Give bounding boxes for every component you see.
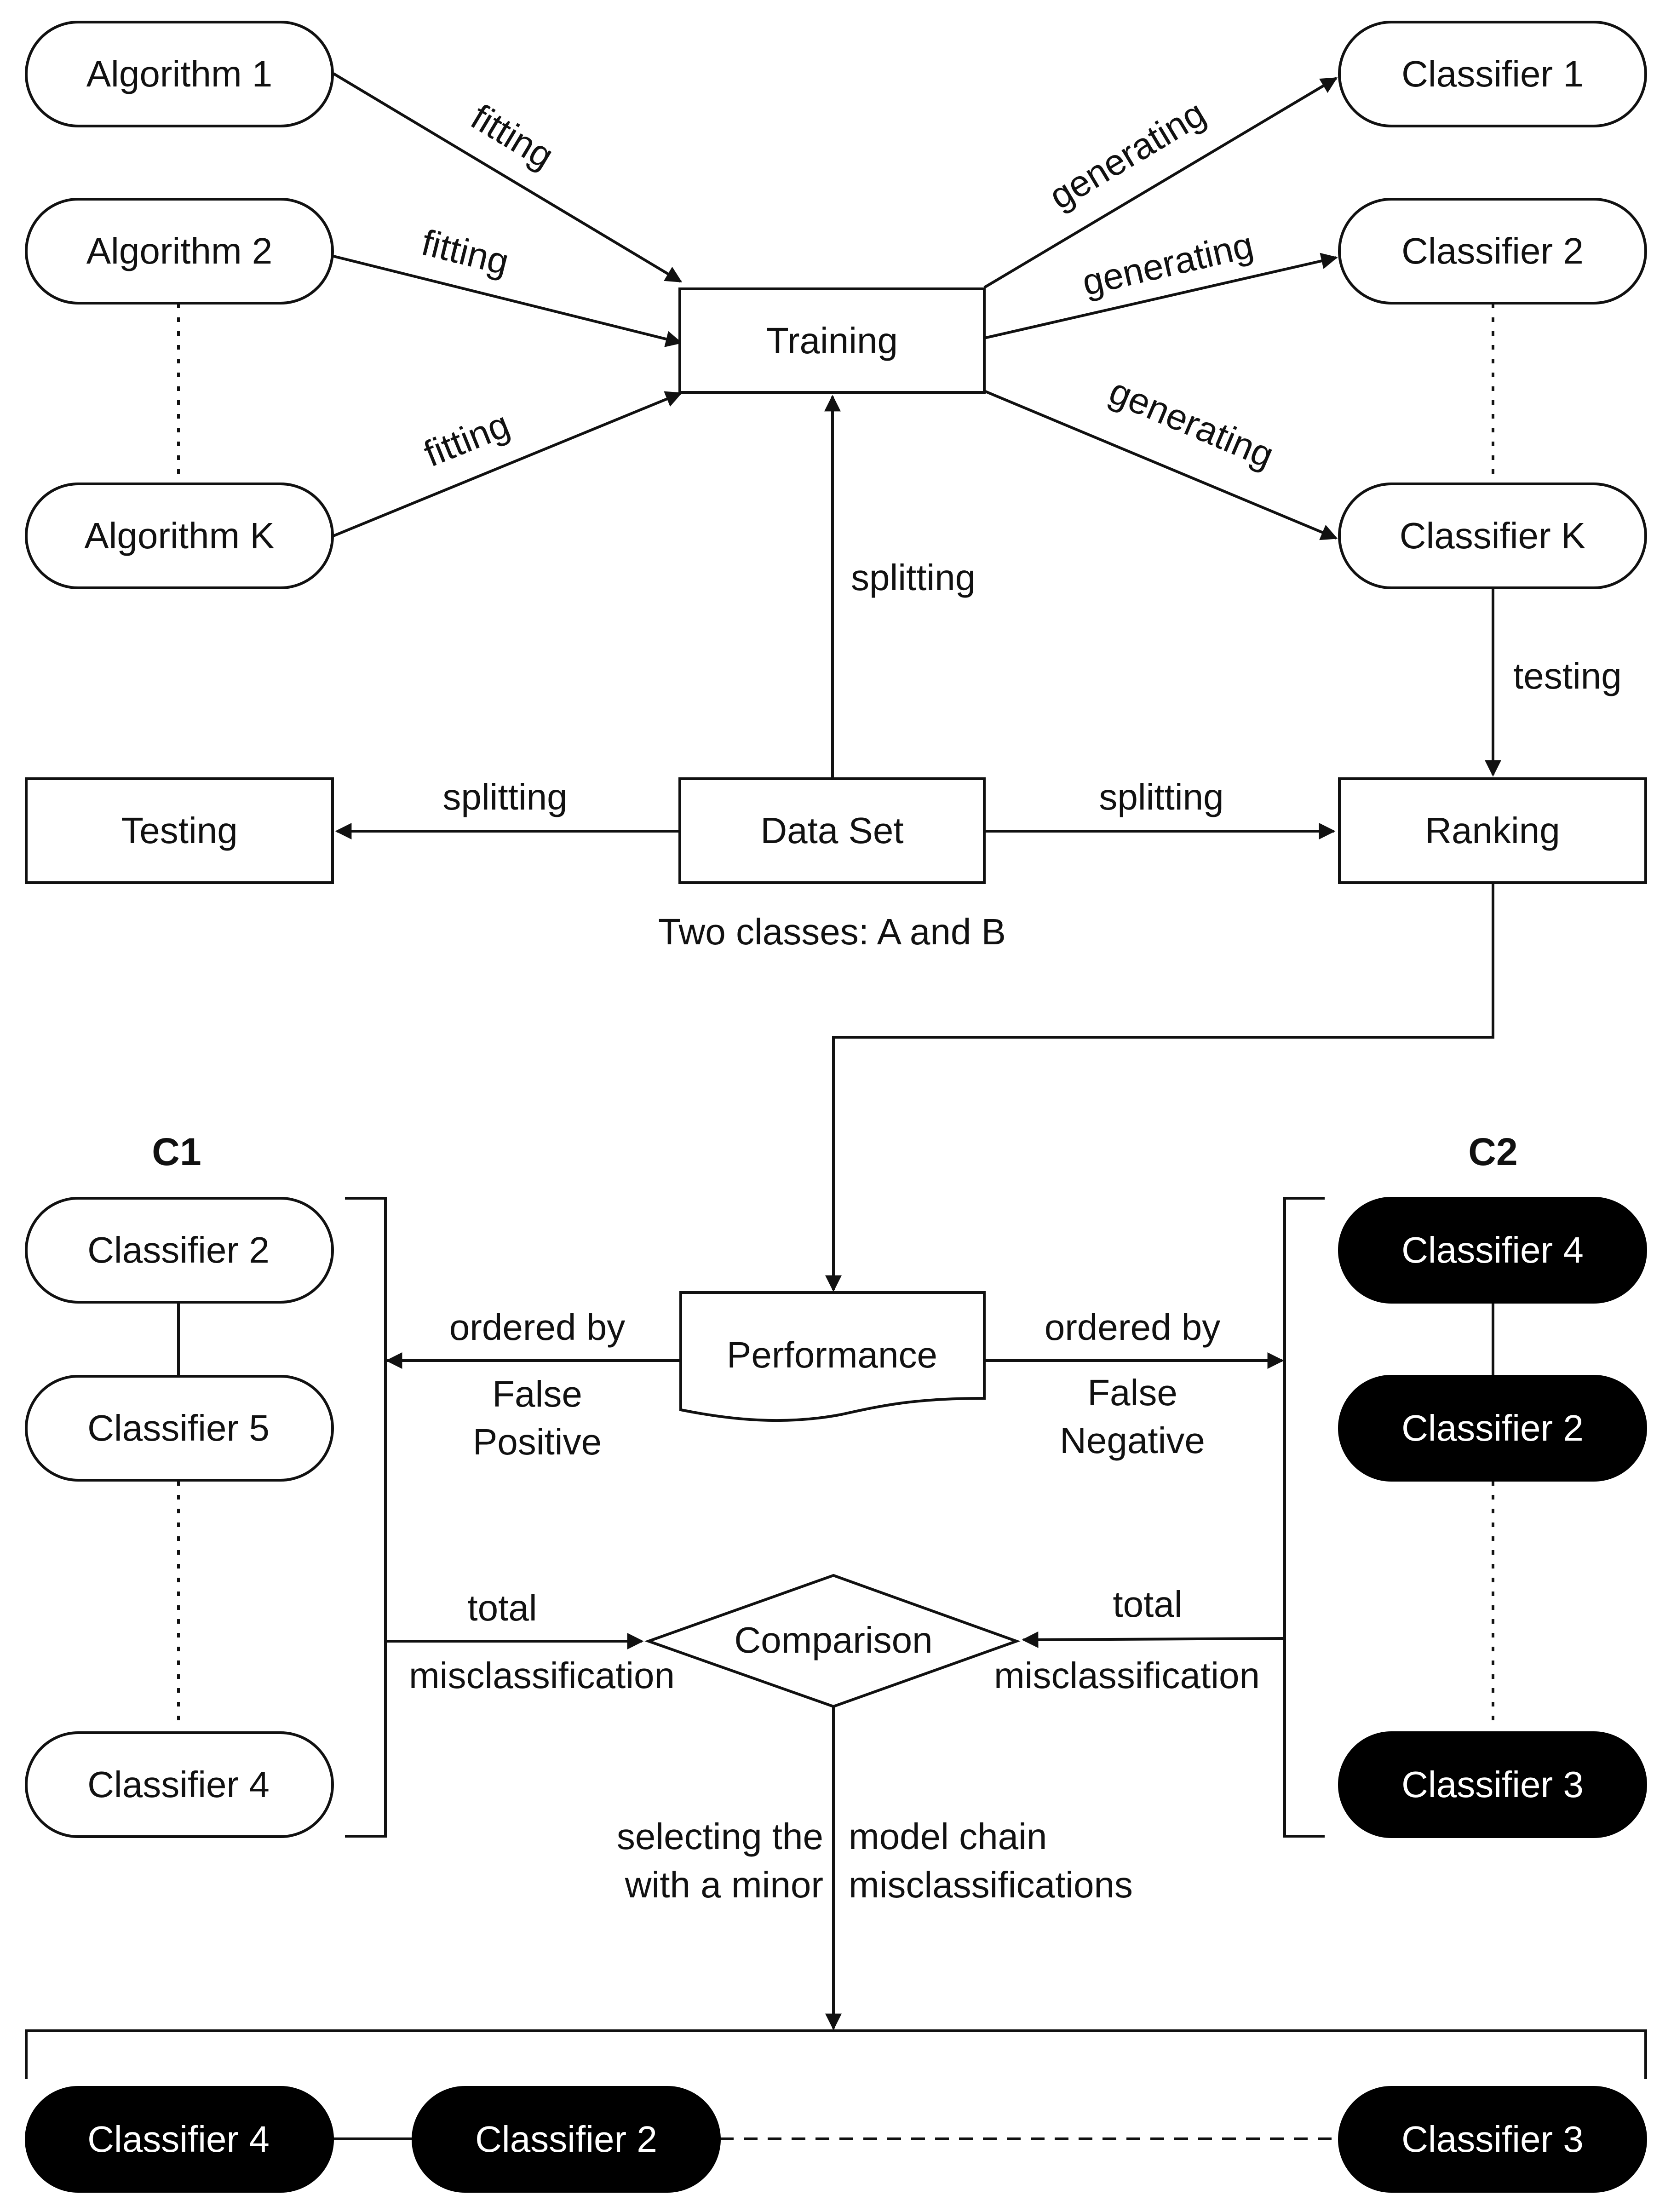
node-algorithm-k: Algorithm K <box>25 483 334 589</box>
edge-training-classifierk <box>983 390 1338 540</box>
edge-c2-comparison <box>1022 1631 1285 1648</box>
node-data-set: Data Set <box>678 777 986 884</box>
label-splitting-ranking: splitting <box>1099 776 1223 817</box>
edge-ranking-performance <box>825 883 1494 1292</box>
final-bracket <box>25 2029 1647 2079</box>
c2-title: C2 <box>1468 1130 1517 1173</box>
c2-bracket <box>1283 1197 1325 1838</box>
label-generating-k: generating <box>1103 370 1280 476</box>
classifier-1-label: Classifier 1 <box>1401 53 1584 94</box>
node-training: Training <box>678 287 986 394</box>
c2-classifier: Classifier 4 <box>1338 1197 1647 1304</box>
node-testing: Testing <box>25 777 334 884</box>
algorithm-2-label: Algorithm 2 <box>86 230 273 271</box>
training-label: Training <box>766 320 898 361</box>
node-algorithm-1: Algorithm 1 <box>25 21 334 127</box>
data-set-label: Data Set <box>760 810 903 851</box>
label-total-left: total <box>467 1587 537 1628</box>
algorithm-1-label: Algorithm 1 <box>86 53 273 94</box>
c1-title: C1 <box>152 1130 201 1173</box>
label-select-right-2: misclassifications <box>849 1864 1133 1905</box>
label-misclassification-right: misclassification <box>994 1655 1260 1696</box>
label-false-negative-1: False <box>1087 1372 1177 1413</box>
final-classifier-label: Classifier 4 <box>87 2119 270 2160</box>
c2-classifier-label: Classifier 2 <box>1401 1408 1584 1448</box>
classifier-k-label: Classifier K <box>1400 515 1586 556</box>
edge-training-classifier1 <box>983 77 1338 289</box>
c2-classifier: Classifier 2 <box>1338 1375 1647 1482</box>
final-classifier-label: Classifier 2 <box>475 2119 657 2160</box>
classifier-2-label: Classifier 2 <box>1401 230 1584 271</box>
c1-bracket <box>345 1197 387 1838</box>
label-misclassification-left: misclassification <box>409 1655 675 1696</box>
c2-classifier-label: Classifier 3 <box>1401 1764 1584 1805</box>
c1-classifier-label: Classifier 2 <box>87 1230 270 1270</box>
comparison-label: Comparison <box>734 1620 932 1660</box>
dataset-caption: Two classes: A and B <box>658 911 1006 952</box>
edge-training-classifier2 <box>984 253 1338 339</box>
node-performance: Performance <box>679 1291 986 1422</box>
label-select-left-2: with a minor <box>625 1864 823 1905</box>
node-comparison: Comparison <box>644 1574 1021 1708</box>
label-fitting-2: fitting <box>418 222 513 283</box>
label-select-right-1: model chain <box>849 1816 1047 1857</box>
c2-classifier: Classifier 3 <box>1338 1731 1647 1838</box>
label-false-negative-2: Negative <box>1060 1420 1205 1461</box>
label-splitting-testing: splitting <box>442 776 567 817</box>
edge-algorithmk-training <box>333 391 683 537</box>
label-fitting-1: fitting <box>464 96 561 177</box>
c1-classifier: Classifier 4 <box>25 1731 334 1838</box>
ranking-label: Ranking <box>1425 810 1560 851</box>
label-generating-2: generating <box>1079 224 1257 303</box>
label-select-left-1: selecting the <box>617 1816 823 1857</box>
c1-classifier-label: Classifier 4 <box>87 1764 270 1805</box>
label-splitting-training: splitting <box>851 557 976 598</box>
c1-classifier: Classifier 5 <box>25 1375 334 1482</box>
node-algorithm-2: Algorithm 2 <box>25 198 334 305</box>
c2-classifier-label: Classifier 4 <box>1401 1230 1584 1270</box>
node-classifier-1: Classifier 1 <box>1338 21 1647 127</box>
label-testing: testing <box>1513 655 1622 696</box>
final-classifier-label: Classifier 3 <box>1401 2119 1584 2160</box>
algorithm-k-label: Algorithm K <box>84 515 274 556</box>
testing-label: Testing <box>121 810 237 851</box>
final-classifier: Classifier 3 <box>1338 2086 1647 2193</box>
edge-algorithm1-training <box>333 72 683 283</box>
node-classifier-k: Classifier K <box>1338 483 1647 589</box>
label-generating-1: generating <box>1042 92 1212 217</box>
final-classifier: Classifier 4 <box>25 2086 334 2193</box>
performance-label: Performance <box>727 1334 937 1375</box>
label-ordered-by-right: ordered by <box>1045 1307 1220 1348</box>
c1-classifier-label: Classifier 5 <box>87 1408 270 1448</box>
final-classifier: Classifier 2 <box>412 2086 721 2193</box>
label-false-positive-1: False <box>492 1373 582 1414</box>
node-ranking: Ranking <box>1338 777 1647 884</box>
node-classifier-2: Classifier 2 <box>1338 198 1647 305</box>
label-false-positive-2: Positive <box>473 1421 602 1462</box>
label-ordered-by-left: ordered by <box>449 1307 625 1348</box>
c1-classifier: Classifier 2 <box>25 1197 334 1304</box>
label-fitting-k: fitting <box>418 403 515 474</box>
edge-algorithm2-training <box>333 255 683 347</box>
label-total-right: total <box>1113 1584 1182 1625</box>
